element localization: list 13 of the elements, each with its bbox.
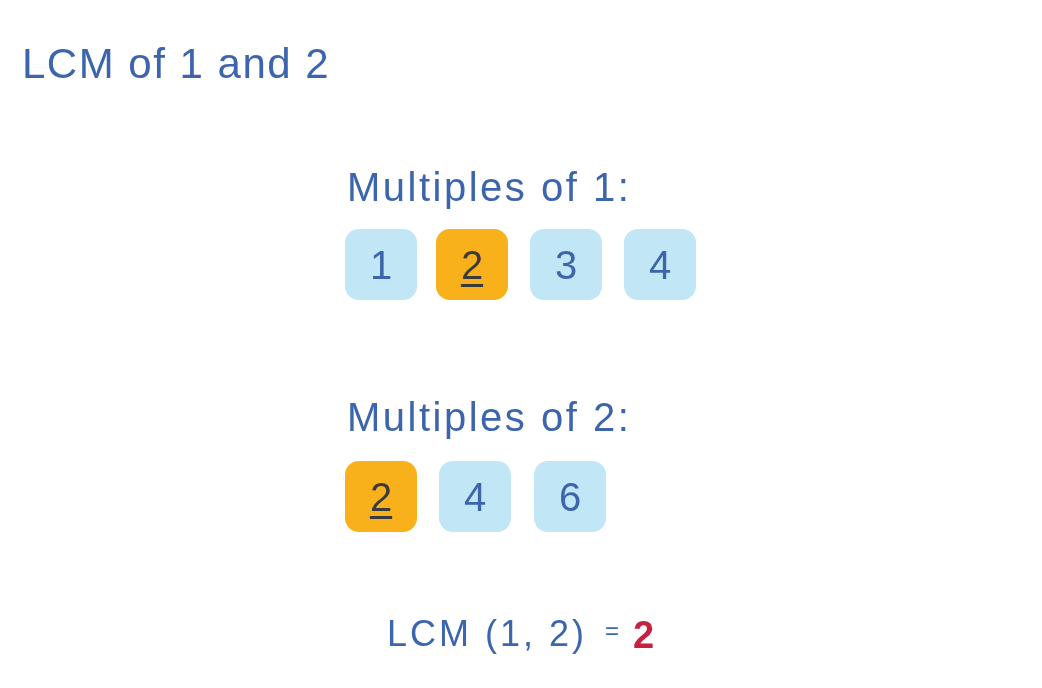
equation-text: LCM (1, 2) <box>387 616 588 652</box>
number-tile: 4 <box>624 229 696 300</box>
highlighted-number-tile: 2 <box>436 229 508 300</box>
row-heading: Multiples of 2: <box>347 397 632 437</box>
result-number: 2 <box>633 616 655 654</box>
row-heading: Multiples of 1: <box>347 167 632 207</box>
equals-sign: = <box>605 619 619 643</box>
highlighted-number-tile: 2 <box>345 461 417 532</box>
number-tile: 4 <box>439 461 511 532</box>
number-tile: 1 <box>345 229 417 300</box>
title: LCM of 1 and 2 <box>22 43 331 85</box>
number-tile: 3 <box>530 229 602 300</box>
number-tile: 6 <box>534 461 606 532</box>
